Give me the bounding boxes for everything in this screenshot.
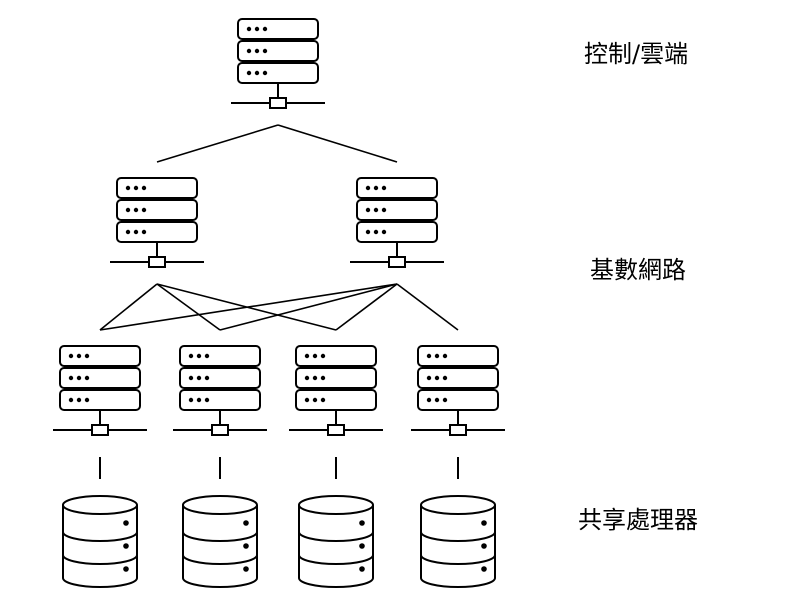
label-control-cloud: 控制/雲端: [584, 40, 689, 68]
link-left-to-proc-1: [99, 283, 158, 331]
processor-server-2-icon: [172, 345, 268, 436]
storage-connectors: [99, 457, 459, 479]
network-server-right-icon: [349, 177, 445, 268]
control-server-icon: [230, 18, 326, 109]
link-right-to-proc-3: [335, 283, 398, 331]
link-right-to-proc-4: [396, 283, 459, 331]
processor-server-1-icon: [52, 345, 148, 436]
link-control-to-network-left: [156, 124, 279, 163]
link-right-to-proc-1: [99, 283, 398, 331]
processor-server-3-icon: [288, 345, 384, 436]
mesh-links: [99, 283, 459, 331]
storage-4-icon: [420, 495, 496, 588]
storage-2-icon: [182, 495, 258, 588]
link-left-to-proc-2: [156, 283, 221, 331]
uplinks: [156, 124, 398, 163]
label-shared-processors: 共享處理器: [578, 506, 698, 534]
link-control-to-network-right: [277, 124, 398, 163]
storage-1-icon: [62, 495, 138, 588]
processor-server-4-icon: [410, 345, 506, 436]
storage-3-icon: [298, 495, 374, 588]
network-server-left-icon: [109, 177, 205, 268]
link-right-to-proc-2: [219, 283, 398, 331]
label-basic-network: 基數網路: [590, 256, 686, 284]
